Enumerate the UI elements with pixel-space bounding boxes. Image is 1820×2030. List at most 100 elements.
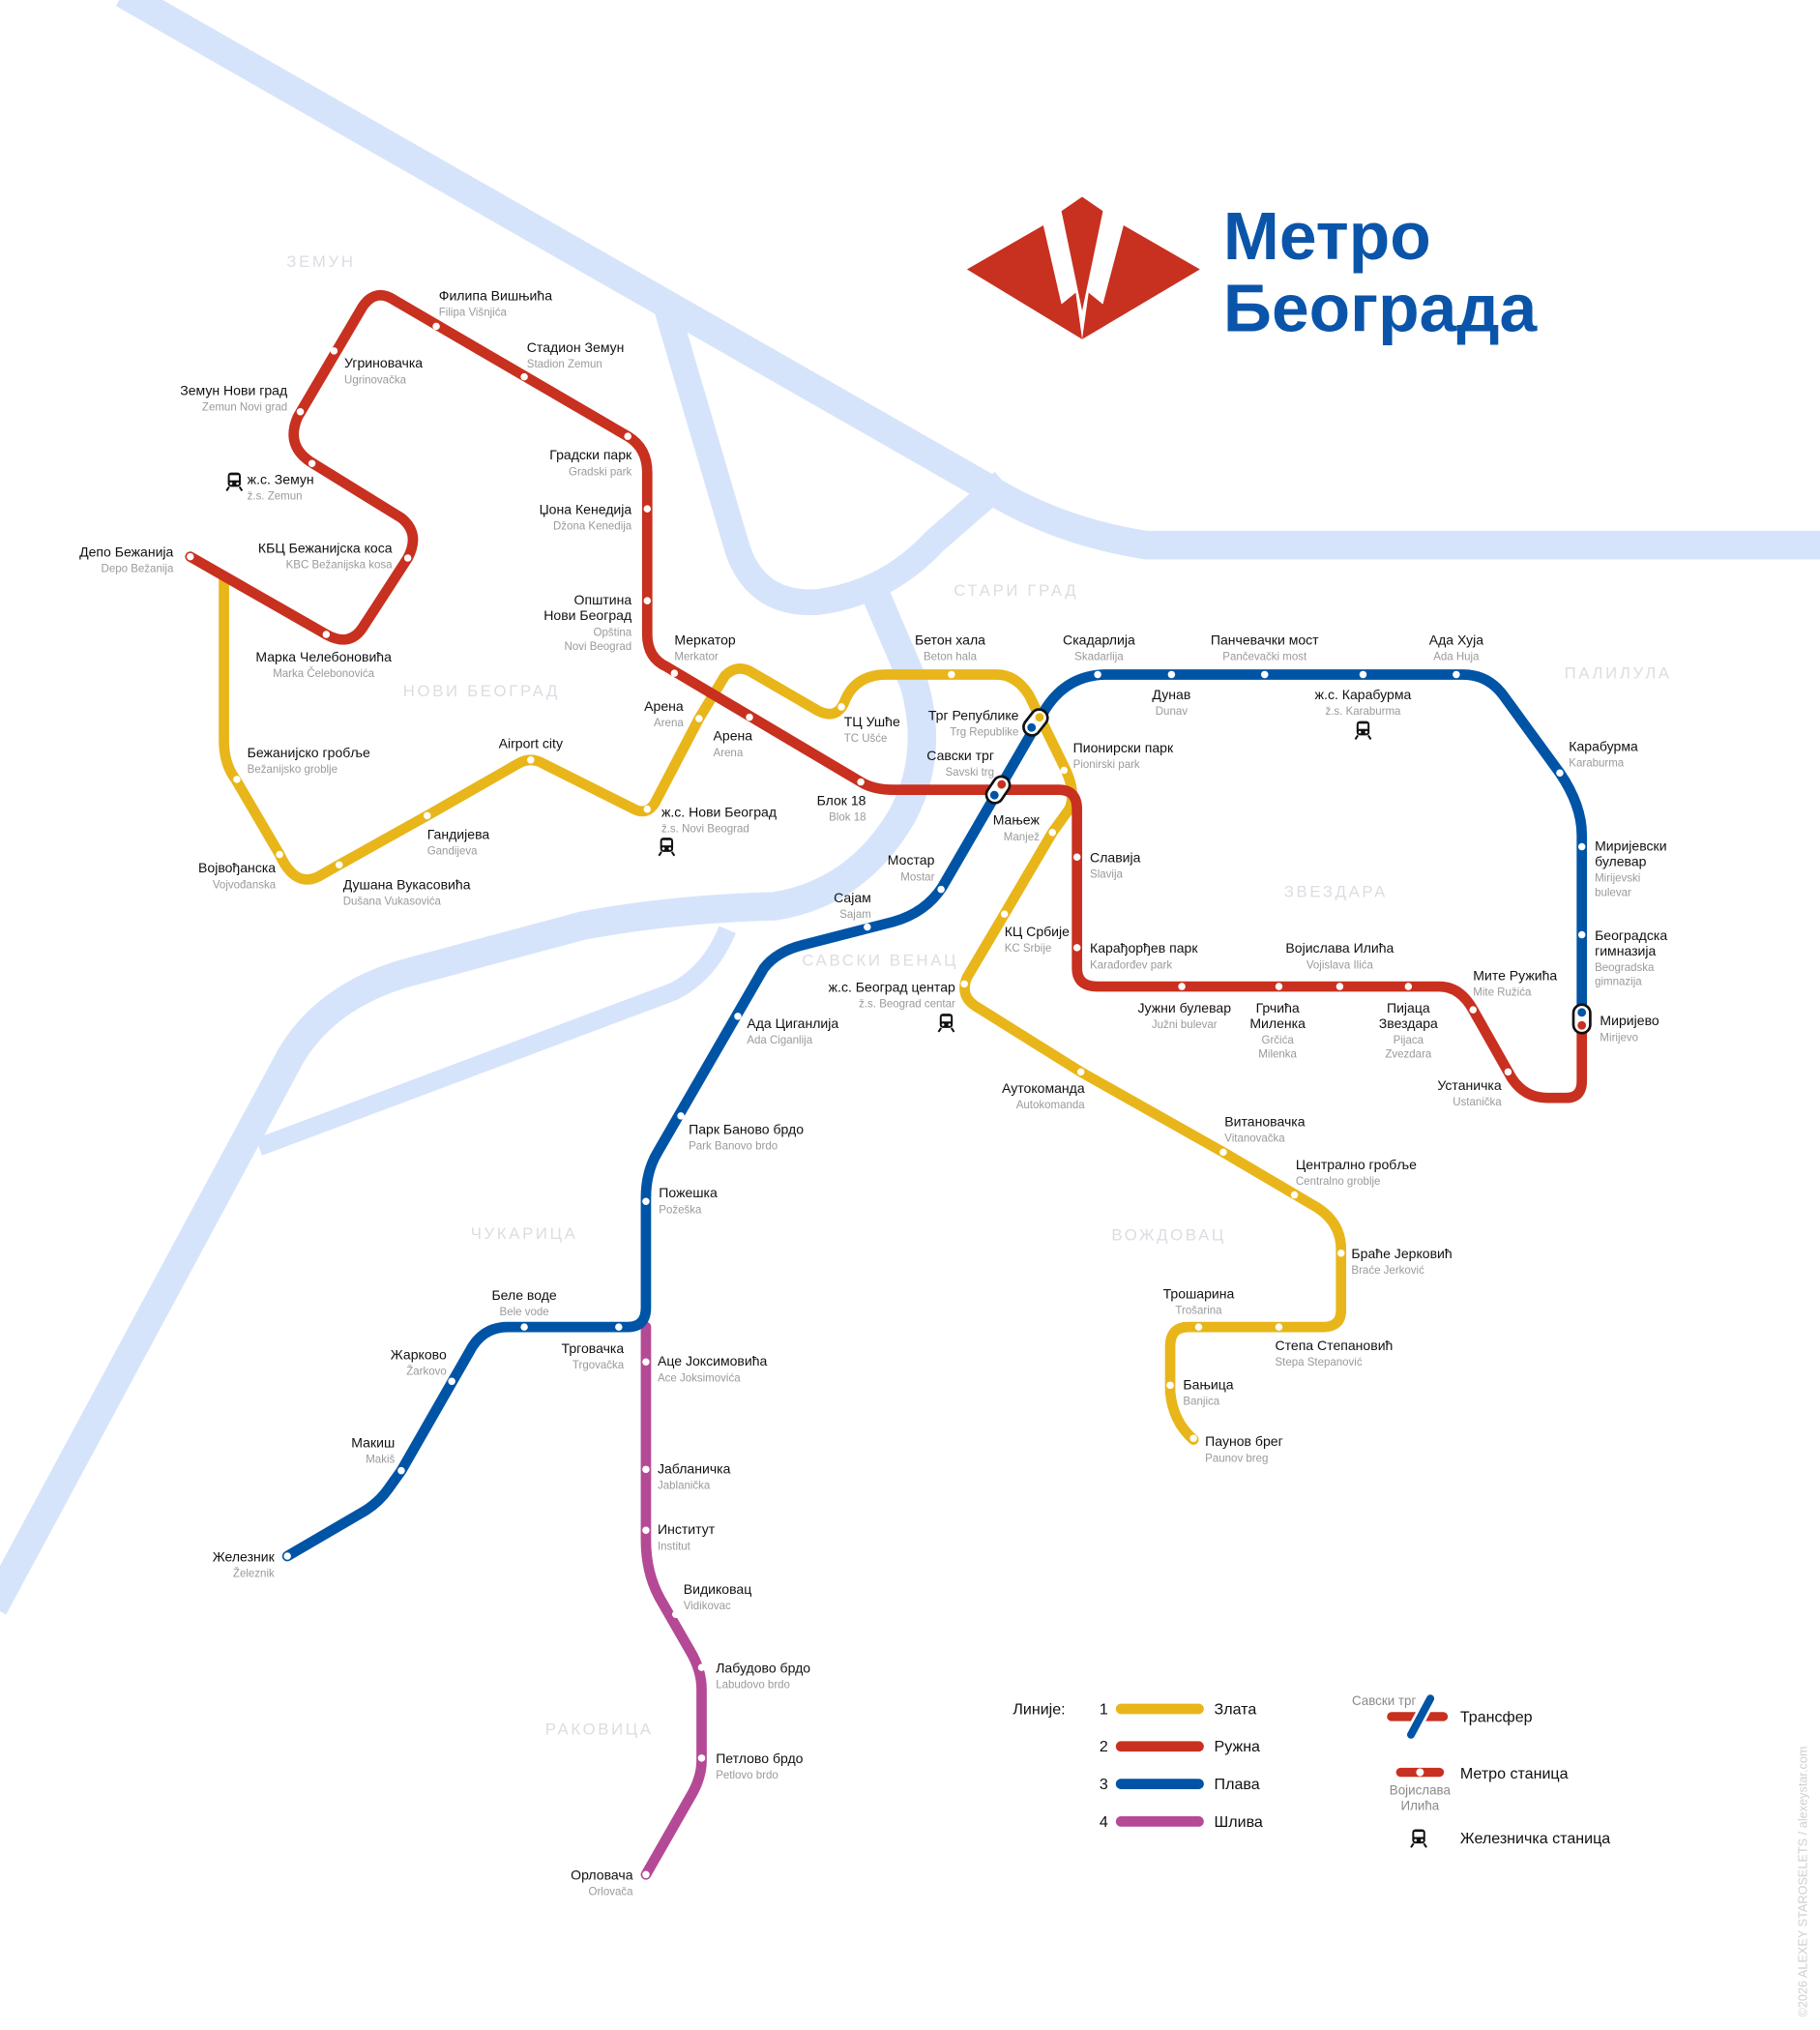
station-dot[interactable] [308,459,316,468]
station-dot[interactable] [1404,983,1413,990]
station-dot[interactable] [1275,983,1283,990]
station-dot[interactable] [642,1526,650,1534]
station-dot[interactable] [1000,910,1009,918]
station-dot[interactable] [1094,670,1101,679]
station-dot[interactable] [697,1754,706,1762]
transfer-marker[interactable] [1020,706,1051,739]
station-dot[interactable] [1261,670,1269,679]
station-dot[interactable] [520,372,528,381]
station-dot[interactable] [857,778,865,786]
station-dot[interactable] [1194,1323,1203,1331]
line-4-purple[interactable] [640,1321,707,1880]
station-dot[interactable] [322,631,331,638]
station-dot[interactable] [520,1323,528,1331]
station-dot[interactable] [1060,766,1069,775]
station-dot[interactable] [937,885,945,894]
station-dot[interactable] [960,980,968,988]
station-dot[interactable] [1189,1434,1197,1442]
station-dot[interactable] [233,776,241,783]
station-dot[interactable] [335,861,343,868]
station-dot[interactable] [695,715,703,722]
station-dot[interactable] [397,1466,405,1475]
station-dot[interactable] [837,703,845,711]
transfer-marker[interactable] [983,774,1013,807]
station-dot[interactable] [448,1377,455,1386]
station-dot[interactable] [1219,1148,1227,1157]
station-dot[interactable] [432,322,440,331]
station-dot[interactable] [1290,1191,1299,1199]
station-dot[interactable] [276,850,283,859]
station-dot[interactable] [1577,842,1586,851]
station-dot[interactable] [670,669,679,677]
station-dot[interactable] [1076,1068,1085,1076]
station-dot[interactable] [1577,930,1586,939]
line-2-red[interactable] [185,289,1588,1103]
station-dot[interactable] [1072,944,1081,952]
station-dot[interactable] [671,1610,680,1618]
station-dot[interactable] [187,552,194,561]
station-dot[interactable] [642,1197,650,1205]
station-dot[interactable] [1336,1250,1345,1257]
station-dot[interactable] [283,1552,291,1560]
transfer-marker[interactable] [1571,1003,1592,1035]
station-dot[interactable] [624,432,631,440]
station-dot[interactable] [1504,1068,1512,1076]
station-dot[interactable] [643,805,652,813]
line-3-blue[interactable] [281,669,1588,1562]
station-dot[interactable] [677,1112,685,1120]
station-dot[interactable] [643,505,652,513]
line-1-yellow[interactable] [219,574,1347,1445]
station-dot[interactable] [948,670,955,679]
